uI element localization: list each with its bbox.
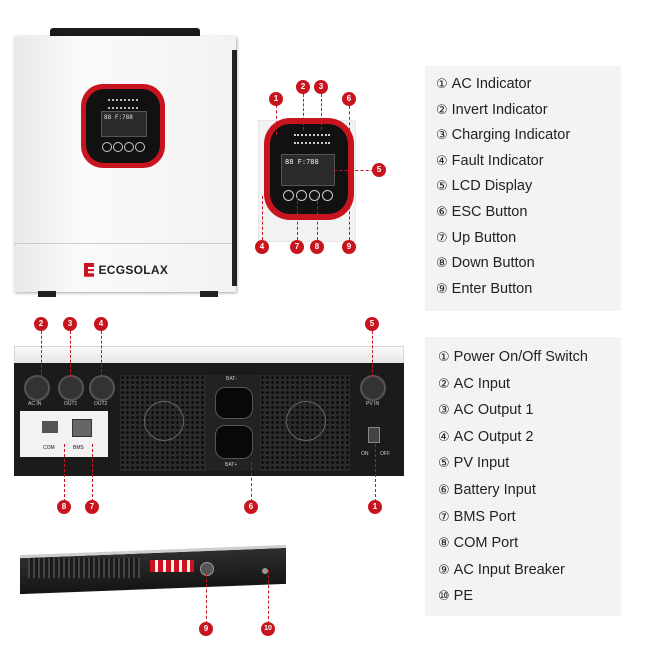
out2-socket bbox=[89, 375, 115, 401]
fan-grill-left bbox=[120, 375, 206, 471]
ac-in-socket bbox=[24, 375, 50, 401]
closeup-lcd-screen: 88 F:788 bbox=[281, 154, 335, 186]
closeup-button-row bbox=[283, 190, 335, 202]
callout-bottom-6: 6 bbox=[244, 500, 258, 514]
bat-pos-label: BAT+ bbox=[225, 462, 238, 468]
side-vent bbox=[28, 558, 140, 578]
switch-on-label: ON bbox=[361, 451, 369, 457]
fan-left bbox=[144, 401, 184, 441]
out2-label: OUT2 bbox=[94, 401, 108, 407]
com-port[interactable] bbox=[42, 421, 58, 433]
com-label: COM bbox=[43, 445, 55, 451]
panel-closeup-display: 88 F:788 bbox=[264, 118, 354, 220]
brand-name: ECGSOLAX bbox=[98, 262, 169, 277]
callout-side-9: 9 bbox=[199, 622, 213, 636]
callout-front-4: 4 bbox=[255, 240, 269, 254]
callout-bottom-7: 7 bbox=[85, 500, 99, 514]
callout-front-6: 6 bbox=[342, 92, 356, 106]
side-view bbox=[18, 544, 290, 595]
closeup-esc-button[interactable] bbox=[283, 190, 294, 201]
down-button[interactable] bbox=[124, 142, 134, 152]
lcd-readout: 88 F:788 bbox=[104, 114, 133, 121]
power-switch[interactable] bbox=[368, 427, 380, 443]
callout-bottom-2: 2 bbox=[34, 317, 48, 331]
callout-front-9: 9 bbox=[342, 240, 356, 254]
fan-right bbox=[286, 401, 326, 441]
bat-neg-terminal bbox=[215, 387, 253, 419]
brand-logo-icon bbox=[84, 262, 94, 277]
callout-front-7: 7 bbox=[290, 240, 304, 254]
fan-grill-right bbox=[260, 375, 350, 471]
front-display-panel: 88 F:788 bbox=[81, 84, 165, 168]
bms-label: BMS bbox=[73, 445, 84, 451]
callout-bottom-1: 1 bbox=[368, 500, 382, 514]
callout-bottom-3: 3 bbox=[63, 317, 77, 331]
switch-off-label: OFF bbox=[380, 451, 390, 457]
ac-in-label: AC IN bbox=[28, 401, 42, 407]
callout-bottom-5: 5 bbox=[365, 317, 379, 331]
callout-front-8: 8 bbox=[310, 240, 324, 254]
closeup-lcd-readout: 88 F:788 bbox=[285, 158, 319, 166]
callout-front-3: 3 bbox=[314, 80, 328, 94]
closeup-up-button[interactable] bbox=[296, 190, 307, 201]
up-button[interactable] bbox=[113, 142, 123, 152]
bms-port[interactable] bbox=[72, 419, 92, 437]
pv-in-socket bbox=[360, 375, 386, 401]
closeup-enter-button[interactable] bbox=[322, 190, 333, 201]
out1-label: OUT1 bbox=[64, 401, 78, 407]
inverter-front-view: 88 F:788 ECGSOLAX bbox=[14, 28, 237, 298]
brand-logo: ECGSOLAX bbox=[84, 261, 168, 279]
status-leds bbox=[108, 99, 138, 109]
body-side-edge bbox=[232, 50, 237, 286]
callout-bottom-4: 4 bbox=[94, 317, 108, 331]
callout-bottom-8: 8 bbox=[57, 500, 71, 514]
body-divider bbox=[14, 243, 232, 244]
mounting-bracket bbox=[50, 28, 200, 38]
callout-side-10: 10 bbox=[261, 622, 275, 636]
button-row bbox=[102, 142, 146, 152]
pe-terminal bbox=[262, 568, 268, 574]
esc-button[interactable] bbox=[102, 142, 112, 152]
closeup-down-button[interactable] bbox=[309, 190, 320, 201]
battery-area: BAT- BAT+ bbox=[206, 375, 260, 471]
callout-front-1: 1 bbox=[269, 92, 283, 106]
enter-button[interactable] bbox=[135, 142, 145, 152]
ac-input-breaker[interactable] bbox=[200, 562, 214, 576]
callout-front-5: 5 bbox=[372, 163, 386, 177]
lcd-screen: 88 F:788 bbox=[101, 111, 147, 137]
side-label-sticker bbox=[150, 560, 194, 572]
out1-socket bbox=[58, 375, 84, 401]
callout-front-2: 2 bbox=[296, 80, 310, 94]
closeup-status-leds bbox=[294, 134, 330, 144]
bat-pos-terminal bbox=[215, 425, 253, 459]
pv-in-label: PV IN bbox=[366, 401, 380, 407]
bat-neg-label: BAT- bbox=[226, 376, 237, 382]
bottom-panel: AC IN OUT1 OUT2 COM BMS BAT- BAT+ PV IN … bbox=[14, 363, 404, 476]
